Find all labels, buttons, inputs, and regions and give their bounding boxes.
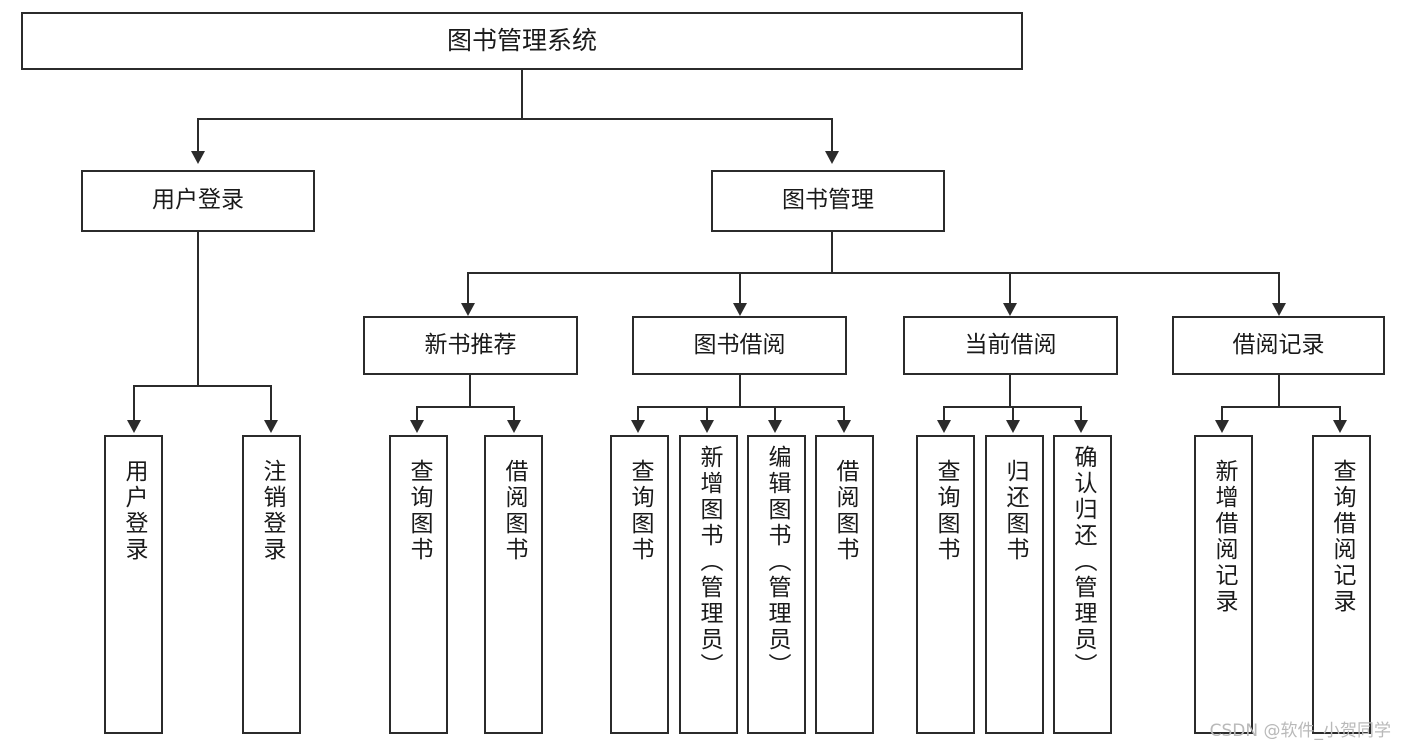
leaf-user-login-2-label: 注销登录 [259, 459, 285, 563]
node-book-borrow-label: 图书借阅 [693, 331, 786, 358]
leaf-current-borrow-3[interactable]: 确认归还（管理员） [1053, 435, 1112, 734]
leaf-book-borrow-4[interactable]: 借阅图书 [815, 435, 874, 734]
edge-book-borrow-stem [739, 375, 741, 406]
edge-book-borrow-to-leaf-1 [637, 406, 639, 420]
edge-new-book-to-leaf-2 [513, 406, 515, 420]
edge-borrow-record-to-leaf-1 [1221, 406, 1223, 420]
leaf-borrow-record-1-label: 新增借阅记录 [1211, 459, 1237, 615]
node-borrow-record[interactable]: 借阅记录 [1172, 316, 1385, 375]
leaf-new-book-1[interactable]: 查询图书 [389, 435, 448, 734]
edge-root-bus [197, 118, 833, 120]
node-root[interactable]: 图书管理系统 [21, 12, 1023, 70]
edge-new-book-bus [416, 406, 515, 408]
leaf-new-book-1-label: 查询图书 [406, 459, 432, 563]
arrow-book-manage-current-borrow-icon [1003, 303, 1017, 316]
edge-book-manage-to-borrow-record [1278, 272, 1280, 303]
arrow-current-borrow-leaf-3-icon [1074, 420, 1088, 433]
node-borrow-record-label: 借阅记录 [1232, 331, 1325, 358]
edge-book-manage-stem [831, 232, 833, 272]
csdn-watermark: CSDN @软件_小贺同学 [1209, 721, 1391, 741]
node-user-login[interactable]: 用户登录 [81, 170, 315, 232]
edge-book-borrow-to-leaf-3 [774, 406, 776, 420]
arrow-book-borrow-leaf-3-icon [768, 420, 782, 433]
leaf-book-borrow-2[interactable]: 新增图书（管理员） [679, 435, 738, 734]
edge-borrow-record-to-leaf-2 [1339, 406, 1341, 420]
arrow-borrow-record-leaf-1-icon [1215, 420, 1229, 433]
leaf-book-borrow-1-label: 查询图书 [627, 459, 653, 563]
leaf-current-borrow-2-label: 归还图书 [1002, 459, 1028, 563]
arrow-book-manage-new-book-icon [461, 303, 475, 316]
leaf-book-borrow-4-label: 借阅图书 [832, 459, 858, 563]
node-current-borrow-label: 当前借阅 [964, 331, 1057, 358]
arrow-book-borrow-leaf-1-icon [631, 420, 645, 433]
edge-book-manage-bus [467, 272, 1280, 274]
leaf-book-borrow-2-label: 新增图书（管理员） [696, 445, 722, 679]
leaf-user-login-1-label: 用户登录 [121, 459, 147, 563]
edge-current-borrow-to-leaf-1 [943, 406, 945, 420]
leaf-borrow-record-1[interactable]: 新增借阅记录 [1194, 435, 1253, 734]
edge-new-book-stem [469, 375, 471, 406]
leaf-book-borrow-3-label: 编辑图书（管理员） [764, 445, 790, 679]
edge-current-borrow-to-leaf-3 [1080, 406, 1082, 420]
arrow-book-borrow-leaf-4-icon [837, 420, 851, 433]
leaf-user-login-2[interactable]: 注销登录 [242, 435, 301, 734]
edge-root-to-user-login [197, 118, 199, 151]
leaf-user-login-1[interactable]: 用户登录 [104, 435, 163, 734]
edge-user-login-bus [133, 385, 270, 387]
edge-book-borrow-to-leaf-4 [843, 406, 845, 420]
leaf-current-borrow-1[interactable]: 查询图书 [916, 435, 975, 734]
edge-root-stem [521, 70, 523, 118]
node-user-login-label: 用户登录 [152, 187, 244, 214]
node-root-label: 图书管理系统 [446, 26, 597, 56]
edge-root-to-book-manage [831, 118, 833, 151]
leaf-new-book-2[interactable]: 借阅图书 [484, 435, 543, 734]
node-book-manage-label: 图书管理 [782, 187, 874, 214]
edge-book-borrow-to-leaf-2 [706, 406, 708, 420]
leaf-borrow-record-2-label: 查询借阅记录 [1329, 459, 1355, 615]
edge-user-login-to-leaf-2 [270, 385, 272, 420]
arrow-book-manage-book-borrow-icon [733, 303, 747, 316]
edge-borrow-record-bus [1221, 406, 1341, 408]
node-book-manage[interactable]: 图书管理 [711, 170, 945, 232]
edge-book-manage-to-new-book [467, 272, 469, 303]
arrow-book-manage-borrow-record-icon [1272, 303, 1286, 316]
leaf-book-borrow-1[interactable]: 查询图书 [610, 435, 669, 734]
edge-borrow-record-stem [1278, 375, 1280, 406]
leaf-current-borrow-2[interactable]: 归还图书 [985, 435, 1044, 734]
node-new-book-recommend-label: 新书推荐 [424, 331, 517, 358]
arrow-new-book-leaf-2-icon [507, 420, 521, 433]
leaf-current-borrow-1-label: 查询图书 [933, 459, 959, 563]
node-book-borrow[interactable]: 图书借阅 [632, 316, 847, 375]
arrow-current-borrow-leaf-1-icon [937, 420, 951, 433]
edge-book-manage-to-current-borrow [1009, 272, 1011, 303]
arrow-root-to-user-login-icon [191, 151, 205, 164]
arrow-user-login-leaf-2-icon [264, 420, 278, 433]
leaf-book-borrow-3[interactable]: 编辑图书（管理员） [747, 435, 806, 734]
arrow-user-login-leaf-1-icon [127, 420, 141, 433]
leaf-current-borrow-3-label: 确认归还（管理员） [1070, 445, 1096, 679]
arrow-borrow-record-leaf-2-icon [1333, 420, 1347, 433]
leaf-new-book-2-label: 借阅图书 [501, 459, 527, 563]
edge-current-borrow-stem [1009, 375, 1011, 406]
arrow-new-book-leaf-1-icon [410, 420, 424, 433]
arrow-book-borrow-leaf-2-icon [700, 420, 714, 433]
edge-book-manage-to-book-borrow [739, 272, 741, 303]
node-current-borrow[interactable]: 当前借阅 [903, 316, 1118, 375]
arrow-root-to-book-manage-icon [825, 151, 839, 164]
edge-new-book-to-leaf-1 [416, 406, 418, 420]
edge-user-login-stem [197, 232, 199, 385]
leaf-borrow-record-2[interactable]: 查询借阅记录 [1312, 435, 1371, 734]
edge-current-borrow-to-leaf-2 [1012, 406, 1014, 420]
arrow-current-borrow-leaf-2-icon [1006, 420, 1020, 433]
edge-book-borrow-bus [637, 406, 845, 408]
edge-user-login-to-leaf-1 [133, 385, 135, 420]
node-new-book-recommend[interactable]: 新书推荐 [363, 316, 578, 375]
